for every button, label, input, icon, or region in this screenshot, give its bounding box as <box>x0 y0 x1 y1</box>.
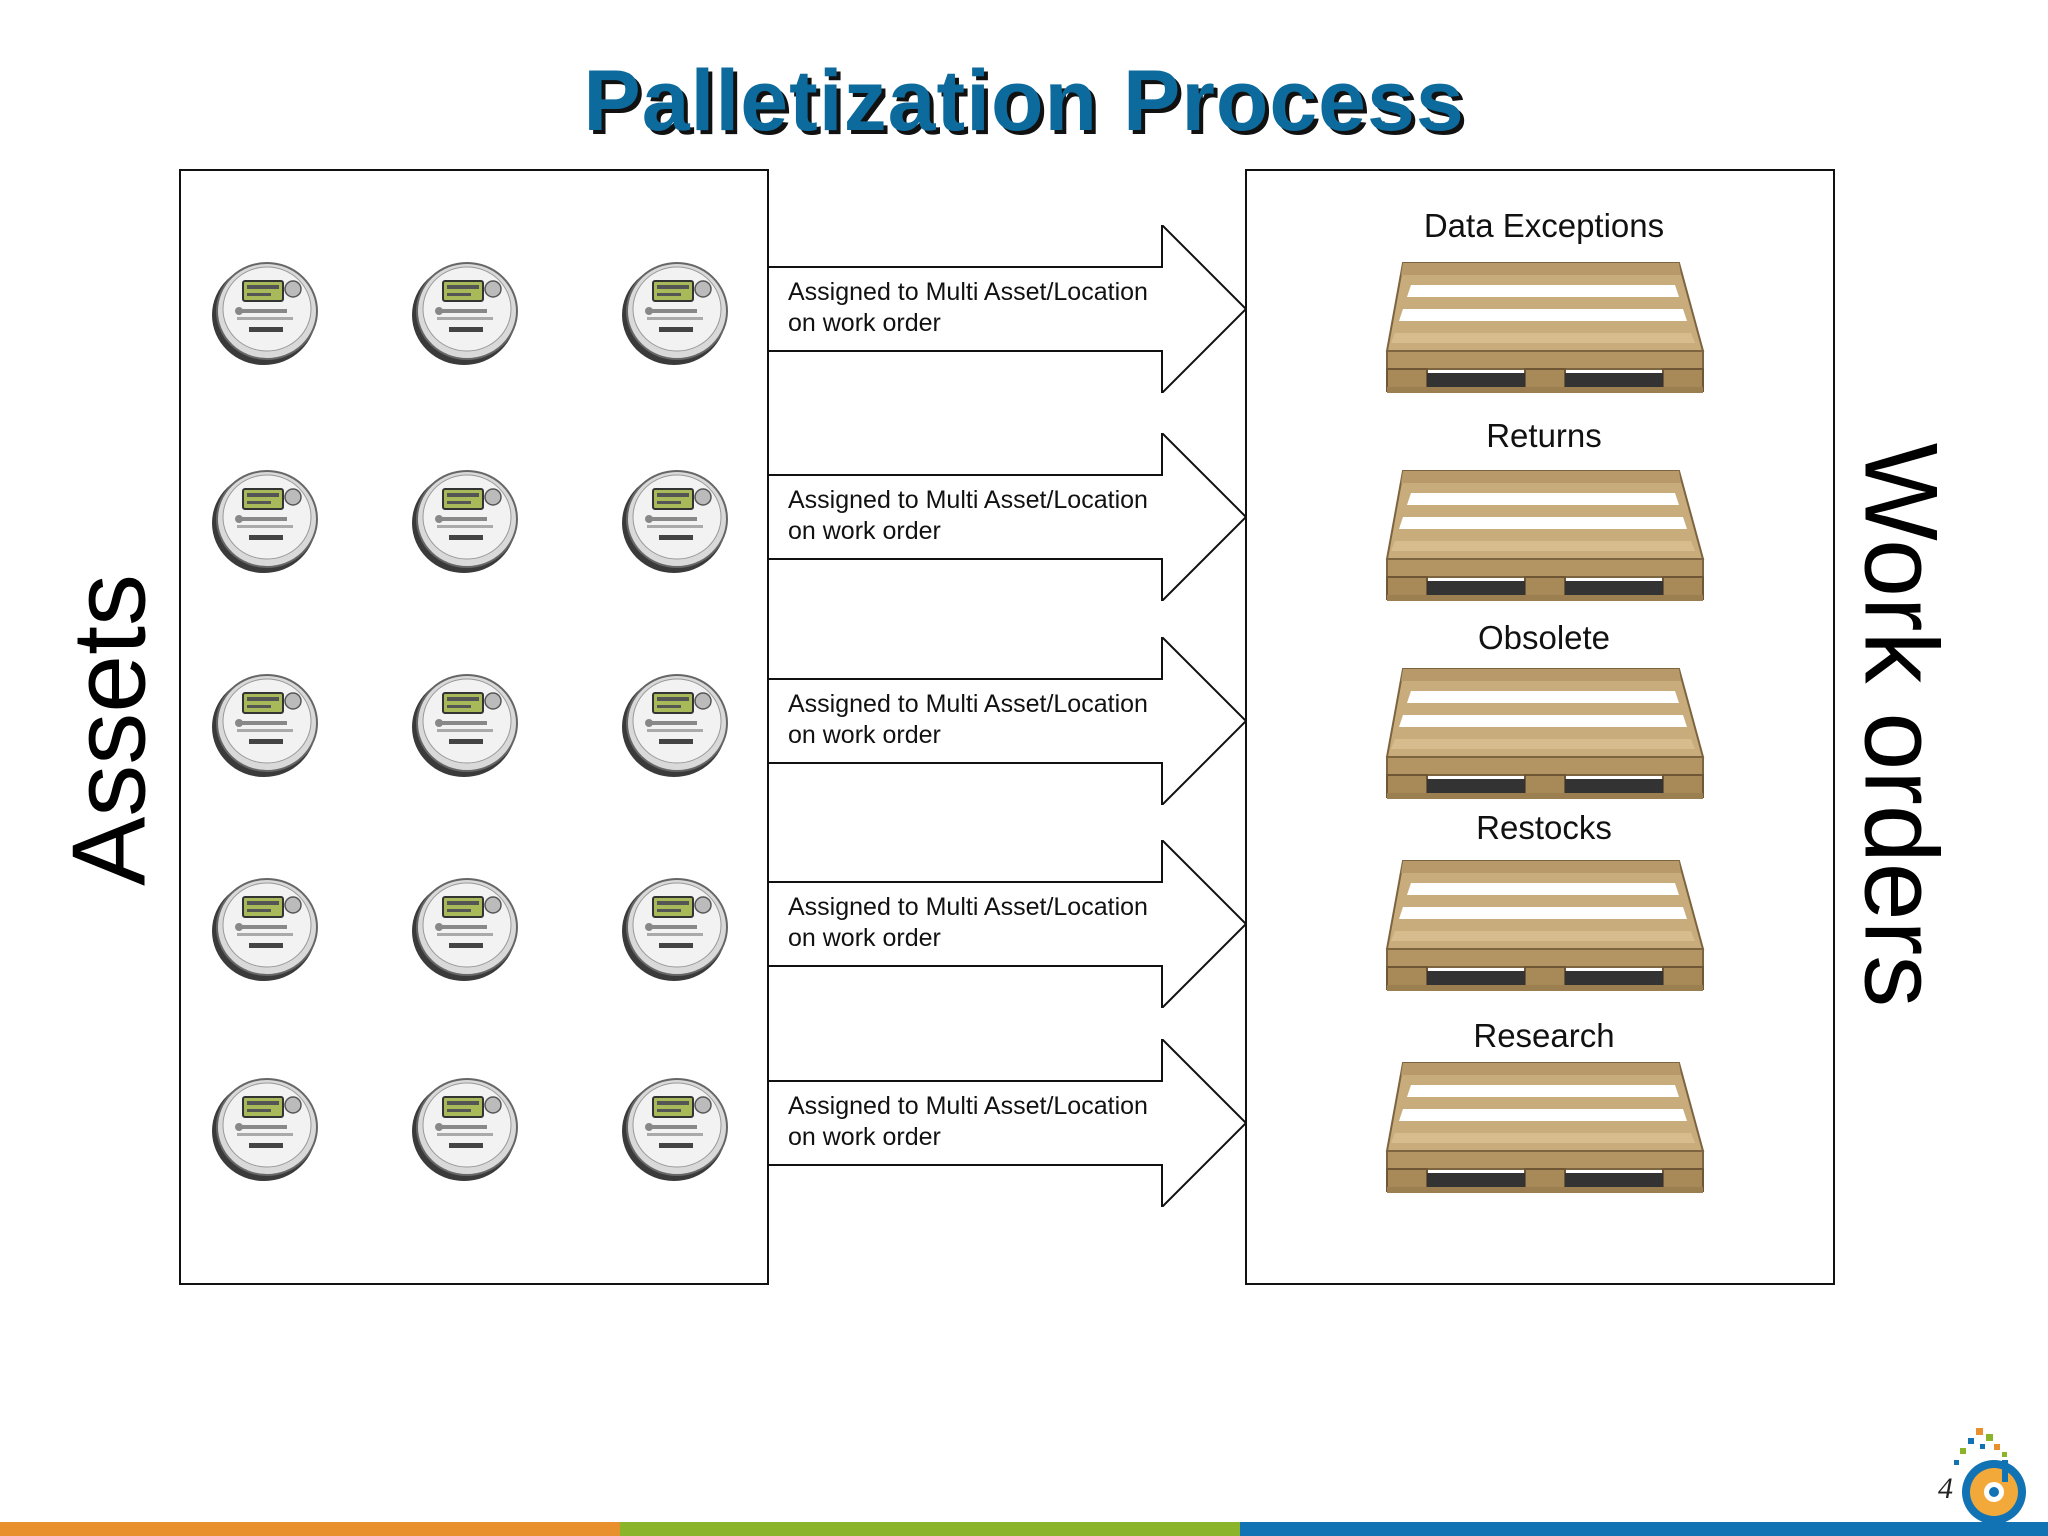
electric-meter-icon <box>619 1069 735 1185</box>
electric-meter-icon <box>409 665 525 781</box>
assets-label: Assets <box>51 573 168 887</box>
electric-meter-icon <box>209 461 325 577</box>
arrow-1: Assigned to Multi Asset/Location on work … <box>768 225 1247 393</box>
pallet-label-obsolete: Obsolete <box>1477 619 1611 656</box>
arrow-2: Assigned to Multi Asset/Location on work … <box>768 433 1247 601</box>
work-orders-panel: Data Exceptions Returns Obsolete Restock… <box>1245 169 1835 1285</box>
arrow-5-line2: on work order <box>788 1123 941 1151</box>
arrow-3-line1: Assigned to Multi Asset/Location <box>788 690 1148 718</box>
electric-meter-icon <box>619 869 735 985</box>
pallet-label-data-exceptions: Data Exceptions <box>1423 207 1665 244</box>
arrow-4-line2: on work order <box>788 924 941 952</box>
pallet-label-returns: Returns <box>1486 417 1602 454</box>
pallet-label-research: Research <box>1473 1017 1615 1054</box>
arrow-4-line1: Assigned to Multi Asset/Location <box>788 893 1148 921</box>
pallet-image <box>1381 661 1711 801</box>
company-logo-icon <box>1946 1420 2036 1530</box>
slide-title: Palletization Process <box>583 53 1465 149</box>
arrow-1-line1: Assigned to Multi Asset/Location <box>788 278 1148 306</box>
arrow-2-line2: on work order <box>788 517 941 545</box>
electric-meter-icon <box>209 665 325 781</box>
electric-meter-icon <box>409 869 525 985</box>
electric-meter-icon <box>409 461 525 577</box>
electric-meter-icon <box>619 461 735 577</box>
arrow-5: Assigned to Multi Asset/Location on work … <box>768 1039 1247 1207</box>
page-number: 4 <box>1938 1472 1953 1505</box>
pallet-label-restocks: Restocks <box>1476 809 1612 846</box>
arrow-1-line2: on work order <box>788 309 941 337</box>
arrow-5-line1: Assigned to Multi Asset/Location <box>788 1092 1148 1120</box>
arrow-2-line1: Assigned to Multi Asset/Location <box>788 486 1148 514</box>
electric-meter-icon <box>209 253 325 369</box>
pallet-image <box>1381 853 1711 993</box>
pallet-image <box>1381 463 1711 603</box>
footer-bar-blue <box>1240 1522 2048 1536</box>
arrow-3: Assigned to Multi Asset/Location on work … <box>768 637 1247 805</box>
footer-bar-green <box>620 1522 1240 1536</box>
electric-meter-icon <box>409 253 525 369</box>
work-orders-label: Work orders <box>1842 442 1959 1008</box>
arrow-3-line2: on work order <box>788 721 941 749</box>
electric-meter-icon <box>619 665 735 781</box>
electric-meter-icon <box>409 1069 525 1185</box>
electric-meter-icon <box>619 253 735 369</box>
pallet-image <box>1381 255 1711 395</box>
electric-meter-icon <box>209 869 325 985</box>
footer-bar-orange <box>0 1522 620 1536</box>
arrow-4: Assigned to Multi Asset/Location on work … <box>768 840 1247 1008</box>
pallet-image <box>1381 1055 1711 1195</box>
electric-meter-icon <box>209 1069 325 1185</box>
assets-panel <box>179 169 769 1285</box>
